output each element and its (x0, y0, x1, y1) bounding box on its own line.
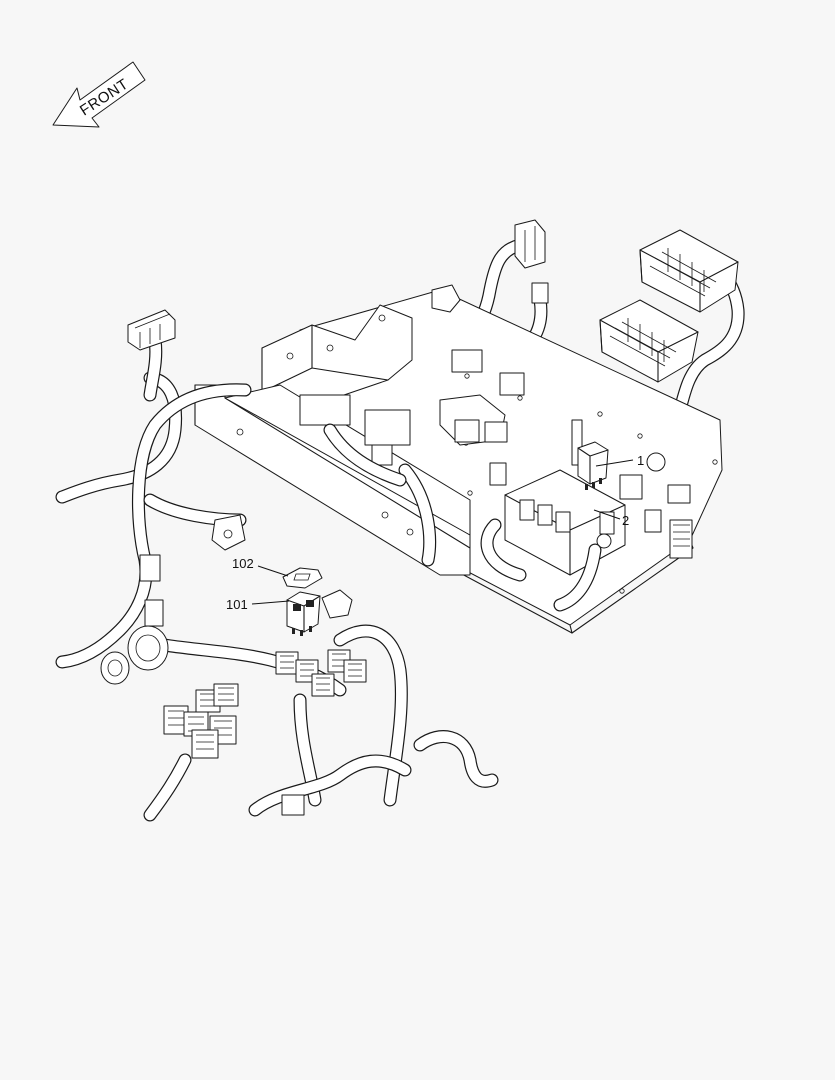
harness-grommets (100, 514, 353, 816)
leader-2 (593, 509, 621, 520)
connector-banks (163, 649, 367, 759)
front-direction-arrow: FRONT (52, 61, 146, 128)
relay-block-upper (639, 229, 739, 313)
callout-1: 1 (637, 453, 644, 468)
callout-102: 102 (232, 556, 254, 571)
leader-101 (251, 600, 290, 605)
plate-connectors (299, 219, 583, 567)
upper-bracket (261, 304, 413, 411)
leader-102 (257, 565, 289, 577)
loose-connector-top-left (127, 309, 176, 351)
part-101-rocker-switch (286, 591, 321, 636)
fuse-cluster (480, 452, 693, 612)
leader-1 (595, 459, 634, 467)
part-102-switch-cover (282, 567, 323, 589)
harness-tubes-front (55, 383, 499, 822)
callout-101: 101 (226, 597, 248, 612)
callouts: 1 2 101 102 (226, 453, 644, 612)
callout-2: 2 (622, 513, 629, 528)
relay-block-lower (599, 299, 699, 383)
part-1-relay (577, 441, 609, 490)
